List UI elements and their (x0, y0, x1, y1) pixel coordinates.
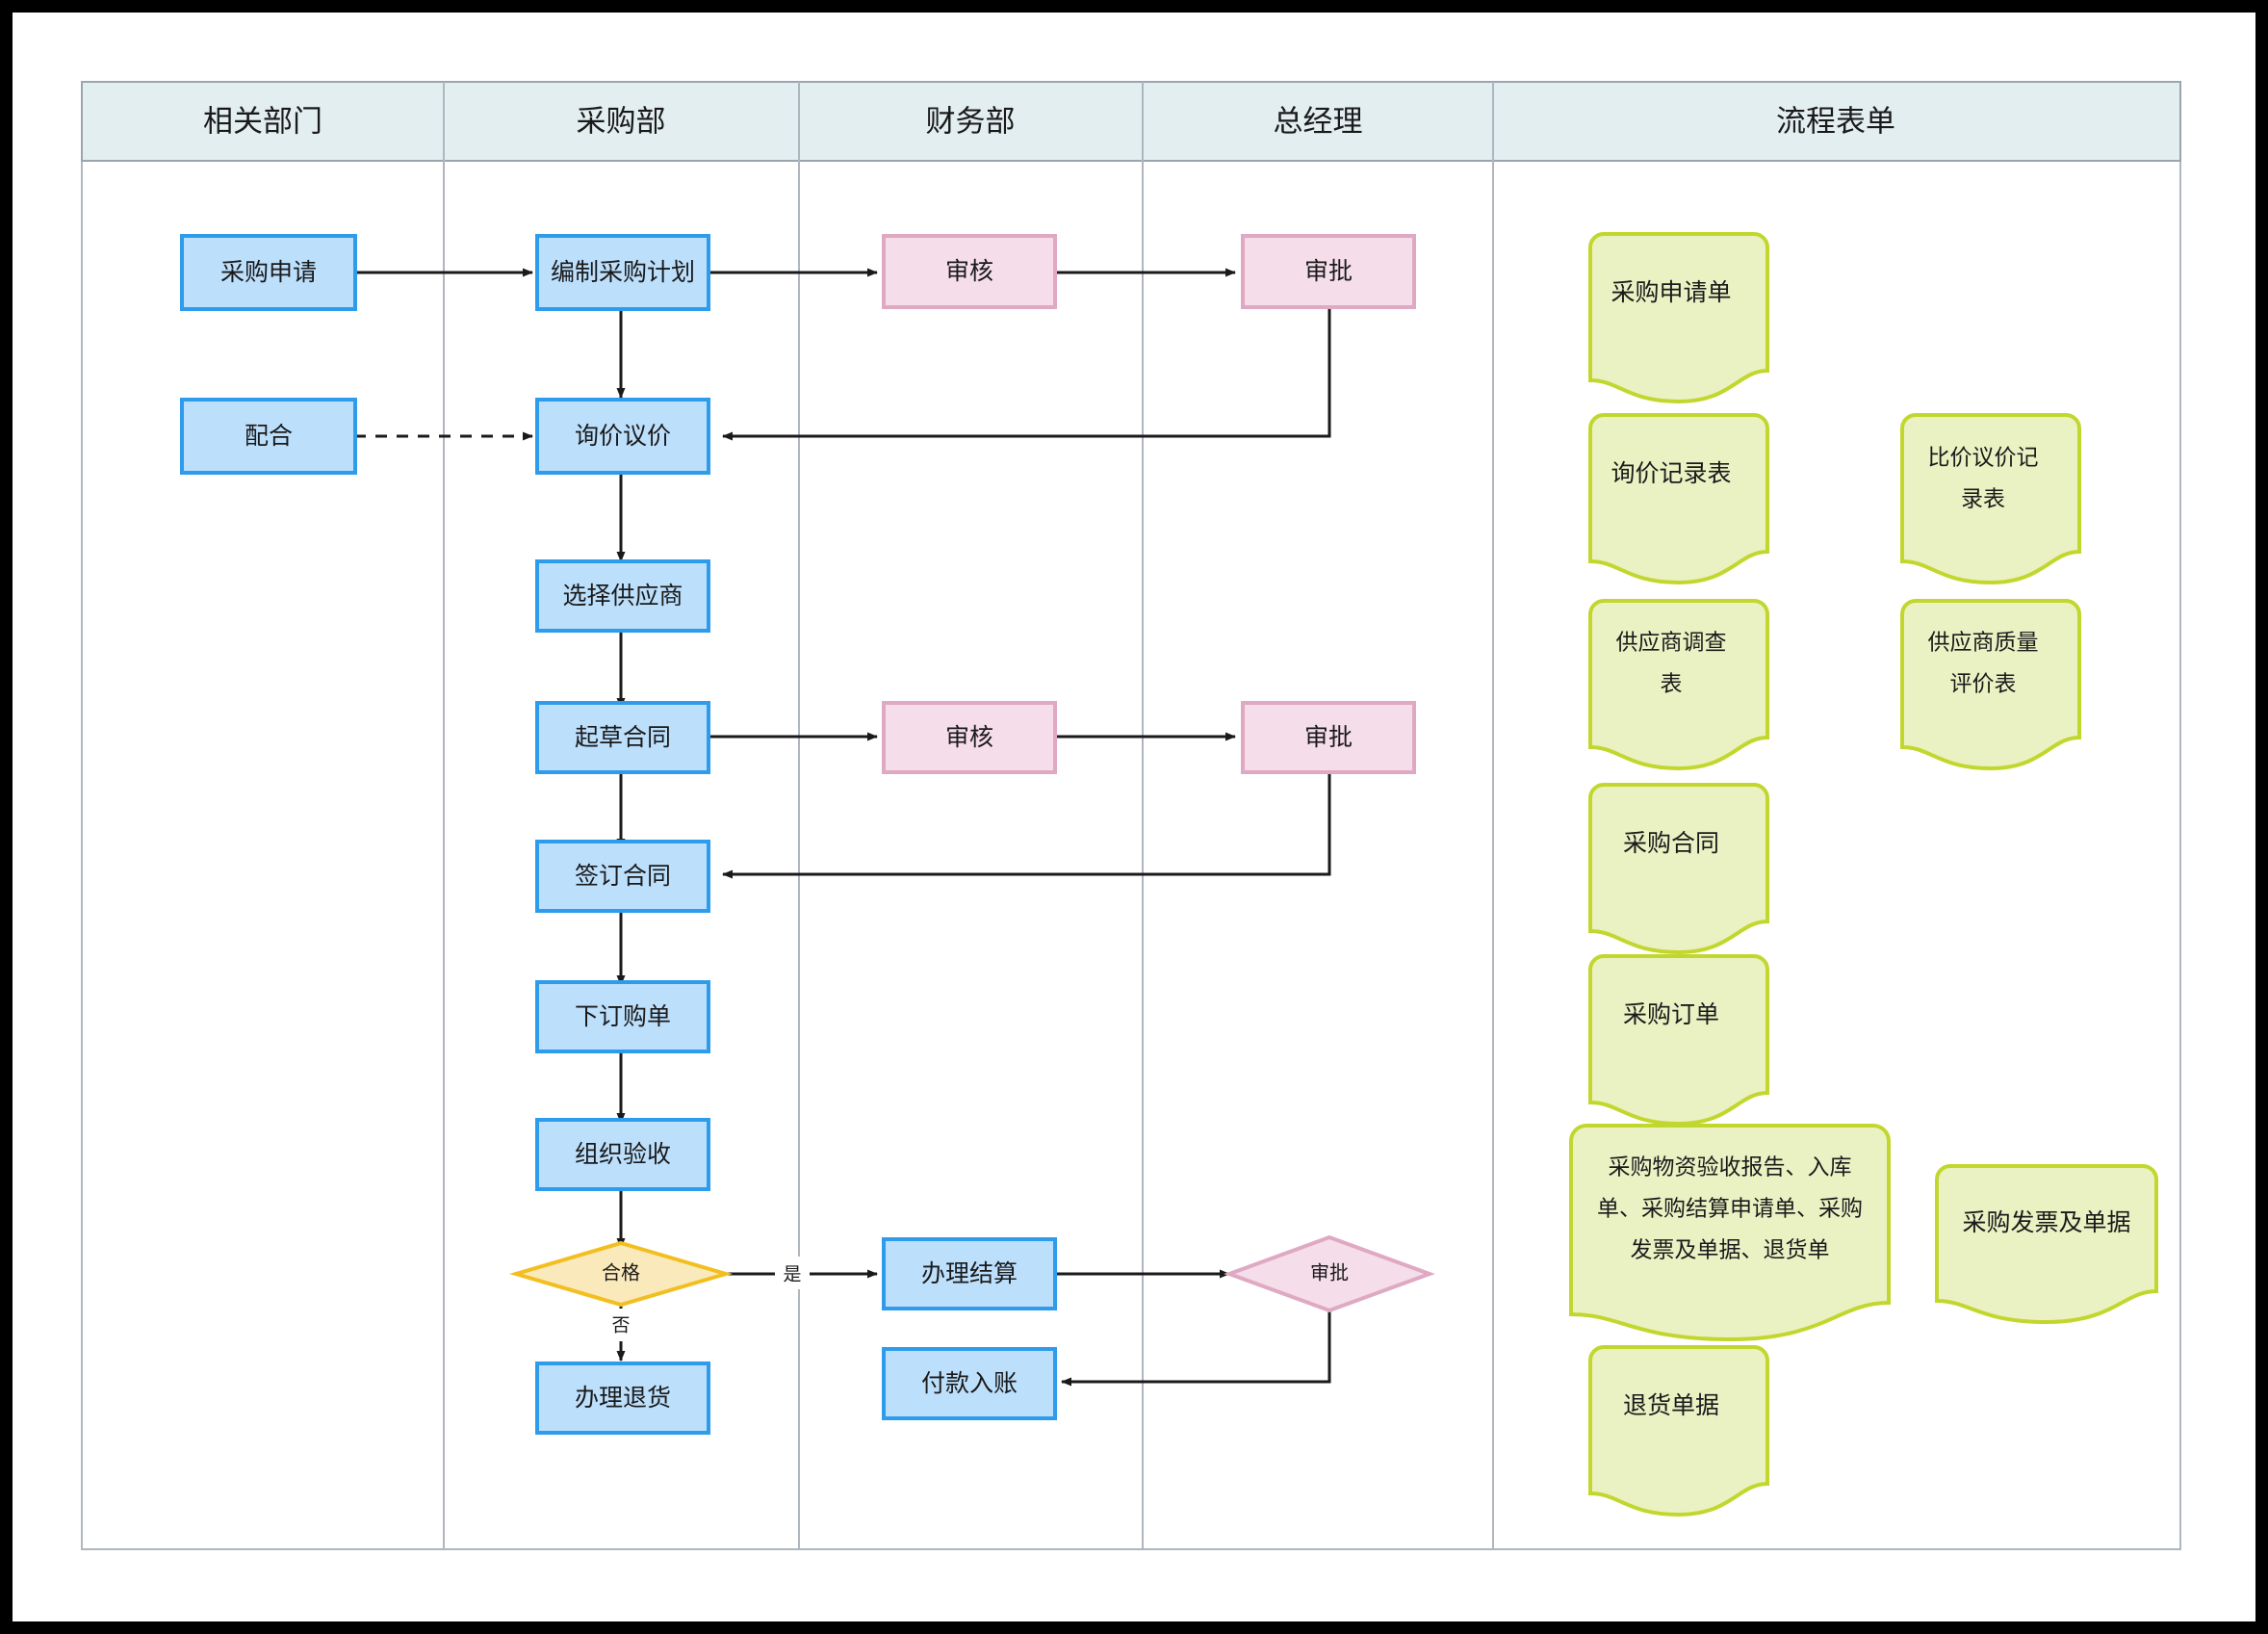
node-payment-entry[interactable]: 付款入账 (882, 1347, 1057, 1420)
node-gm-approval-3[interactable]: 审批 (1224, 1234, 1435, 1313)
edge-approve3-to-pay (1061, 1310, 1331, 1387)
document-label: 采购申请单 (1611, 278, 1731, 306)
node-make-purchase-plan[interactable]: 编制采购计划 (535, 234, 710, 311)
diagram-page: 相关部门 采购部 财务部 总经理 流程表单 (13, 13, 2255, 1621)
node-label: 办理结算 (921, 1259, 1018, 1287)
node-place-order[interactable]: 下订购单 (535, 980, 710, 1053)
document-label-line2: 表 (1661, 672, 1683, 697)
edge-label-no: 否 (611, 1315, 630, 1336)
document-purchase-order[interactable]: 采购订单 (1588, 954, 1769, 1127)
document-label-line2: 录表 (1961, 487, 2005, 512)
lane-header-related-dept: 相关部门 (203, 105, 322, 140)
document-purchase-request-form[interactable]: 采购申请单 (1588, 232, 1769, 404)
node-sign-contract[interactable]: 签订合同 (535, 840, 710, 913)
swimlane-headers: 相关部门 采购部 财务部 总经理 流程表单 (203, 105, 1895, 140)
document-label-line3: 发票及单据、退货单 (1631, 1238, 1830, 1263)
document-label: 采购发票及单据 (1962, 1208, 2130, 1236)
lane-header-process-forms: 流程表单 (1776, 105, 1895, 140)
node-organize-acceptance[interactable]: 组织验收 (535, 1118, 710, 1191)
node-inquiry-negotiation[interactable]: 询价议价 (535, 398, 710, 475)
node-qualified-decision[interactable]: 合格 (508, 1240, 734, 1308)
document-label-line1: 供应商调查 (1616, 631, 1727, 656)
node-label: 询价议价 (575, 422, 671, 450)
node-label: 签订合同 (575, 862, 671, 890)
flowchart-canvas: 相关部门 采购部 财务部 总经理 流程表单 (13, 13, 2255, 1621)
node-label: 审批 (1304, 723, 1353, 751)
node-select-supplier[interactable]: 选择供应商 (535, 559, 710, 633)
edge-label-yes: 是 (783, 1264, 801, 1285)
document-acceptance-bundle[interactable]: 采购物资验收报告、入库 单、采购结算申请单、采购 发票及单据、退货单 (1569, 1124, 1891, 1342)
swimlane-frame (81, 81, 2181, 1550)
document-price-comparison-form[interactable]: 比价议价记 录表 (1900, 413, 2081, 585)
node-finance-review-2[interactable]: 审核 (882, 701, 1057, 774)
document-label-line1: 供应商质量 (1928, 631, 2039, 656)
node-finance-review-1[interactable]: 审核 (882, 234, 1057, 309)
lane-header-finance: 财务部 (926, 105, 1016, 140)
document-label-line1: 采购物资验收报告、入库 (1609, 1155, 1852, 1180)
node-gm-approval-2[interactable]: 审批 (1241, 701, 1416, 774)
node-cooperate[interactable]: 配合 (180, 398, 357, 475)
node-label: 审核 (945, 723, 993, 751)
node-label: 审批 (1304, 257, 1353, 285)
lane-header-general-manager: 总经理 (1274, 105, 1363, 140)
node-label: 审批 (1310, 1261, 1349, 1284)
node-draft-contract[interactable]: 起草合同 (535, 701, 710, 774)
document-purchase-invoice[interactable]: 采购发票及单据 (1935, 1164, 2158, 1325)
node-label: 办理退货 (575, 1384, 671, 1412)
node-label: 采购申请 (220, 258, 317, 286)
edge-labels: 是 否 (606, 1257, 810, 1341)
edge-approve1-to-inquire (722, 309, 1331, 441)
node-label: 审核 (945, 257, 993, 285)
node-label: 组织验收 (575, 1140, 671, 1168)
node-label: 下订购单 (575, 1002, 671, 1030)
node-process-return[interactable]: 办理退货 (535, 1362, 710, 1435)
node-label: 配合 (245, 422, 293, 450)
document-supplier-quality-form[interactable]: 供应商质量 评价表 (1900, 599, 2081, 771)
node-gm-approval-1[interactable]: 审批 (1241, 234, 1416, 309)
node-purchase-request[interactable]: 采购申请 (180, 234, 357, 311)
node-label: 编制采购计划 (551, 258, 695, 286)
document-supplier-survey-form[interactable]: 供应商调查 表 (1588, 599, 1769, 771)
document-label-line2: 单、采购结算申请单、采购 (1597, 1197, 1863, 1222)
node-label: 起草合同 (575, 723, 671, 751)
lane-header-purchasing: 采购部 (577, 105, 666, 140)
document-label: 采购订单 (1623, 1000, 1719, 1028)
document-label-line2: 评价表 (1950, 672, 2017, 697)
node-label: 合格 (602, 1261, 640, 1284)
node-process-settlement[interactable]: 办理结算 (882, 1237, 1057, 1310)
node-label: 付款入账 (921, 1369, 1018, 1397)
document-inquiry-record-form[interactable]: 询价记录表 (1588, 413, 1769, 585)
node-label: 选择供应商 (562, 582, 683, 610)
document-purchase-contract[interactable]: 采购合同 (1588, 783, 1769, 955)
document-label-line1: 比价议价记 (1928, 446, 2039, 471)
document-label: 采购合同 (1623, 829, 1719, 857)
document-label: 询价记录表 (1611, 459, 1731, 487)
edge-approve2-to-sign (722, 773, 1331, 879)
document-return-receipt[interactable]: 退货单据 (1588, 1345, 1769, 1517)
document-label: 退货单据 (1623, 1391, 1719, 1419)
